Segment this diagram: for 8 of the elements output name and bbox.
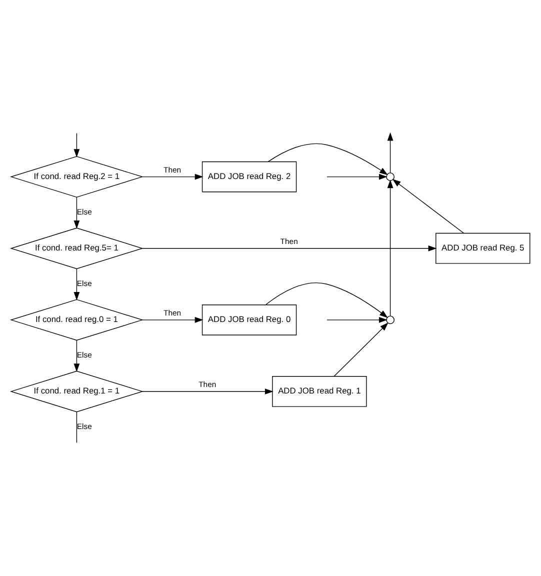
edge-label: Else xyxy=(76,422,92,432)
edge-label: Then xyxy=(164,165,182,174)
edge-label: Then xyxy=(164,308,182,318)
edge-label: Then xyxy=(198,380,216,390)
edge-label: Else xyxy=(76,350,92,360)
edge-label: Else xyxy=(76,279,92,288)
edge-label: Then xyxy=(280,237,298,246)
edge-label: Else xyxy=(76,208,92,217)
